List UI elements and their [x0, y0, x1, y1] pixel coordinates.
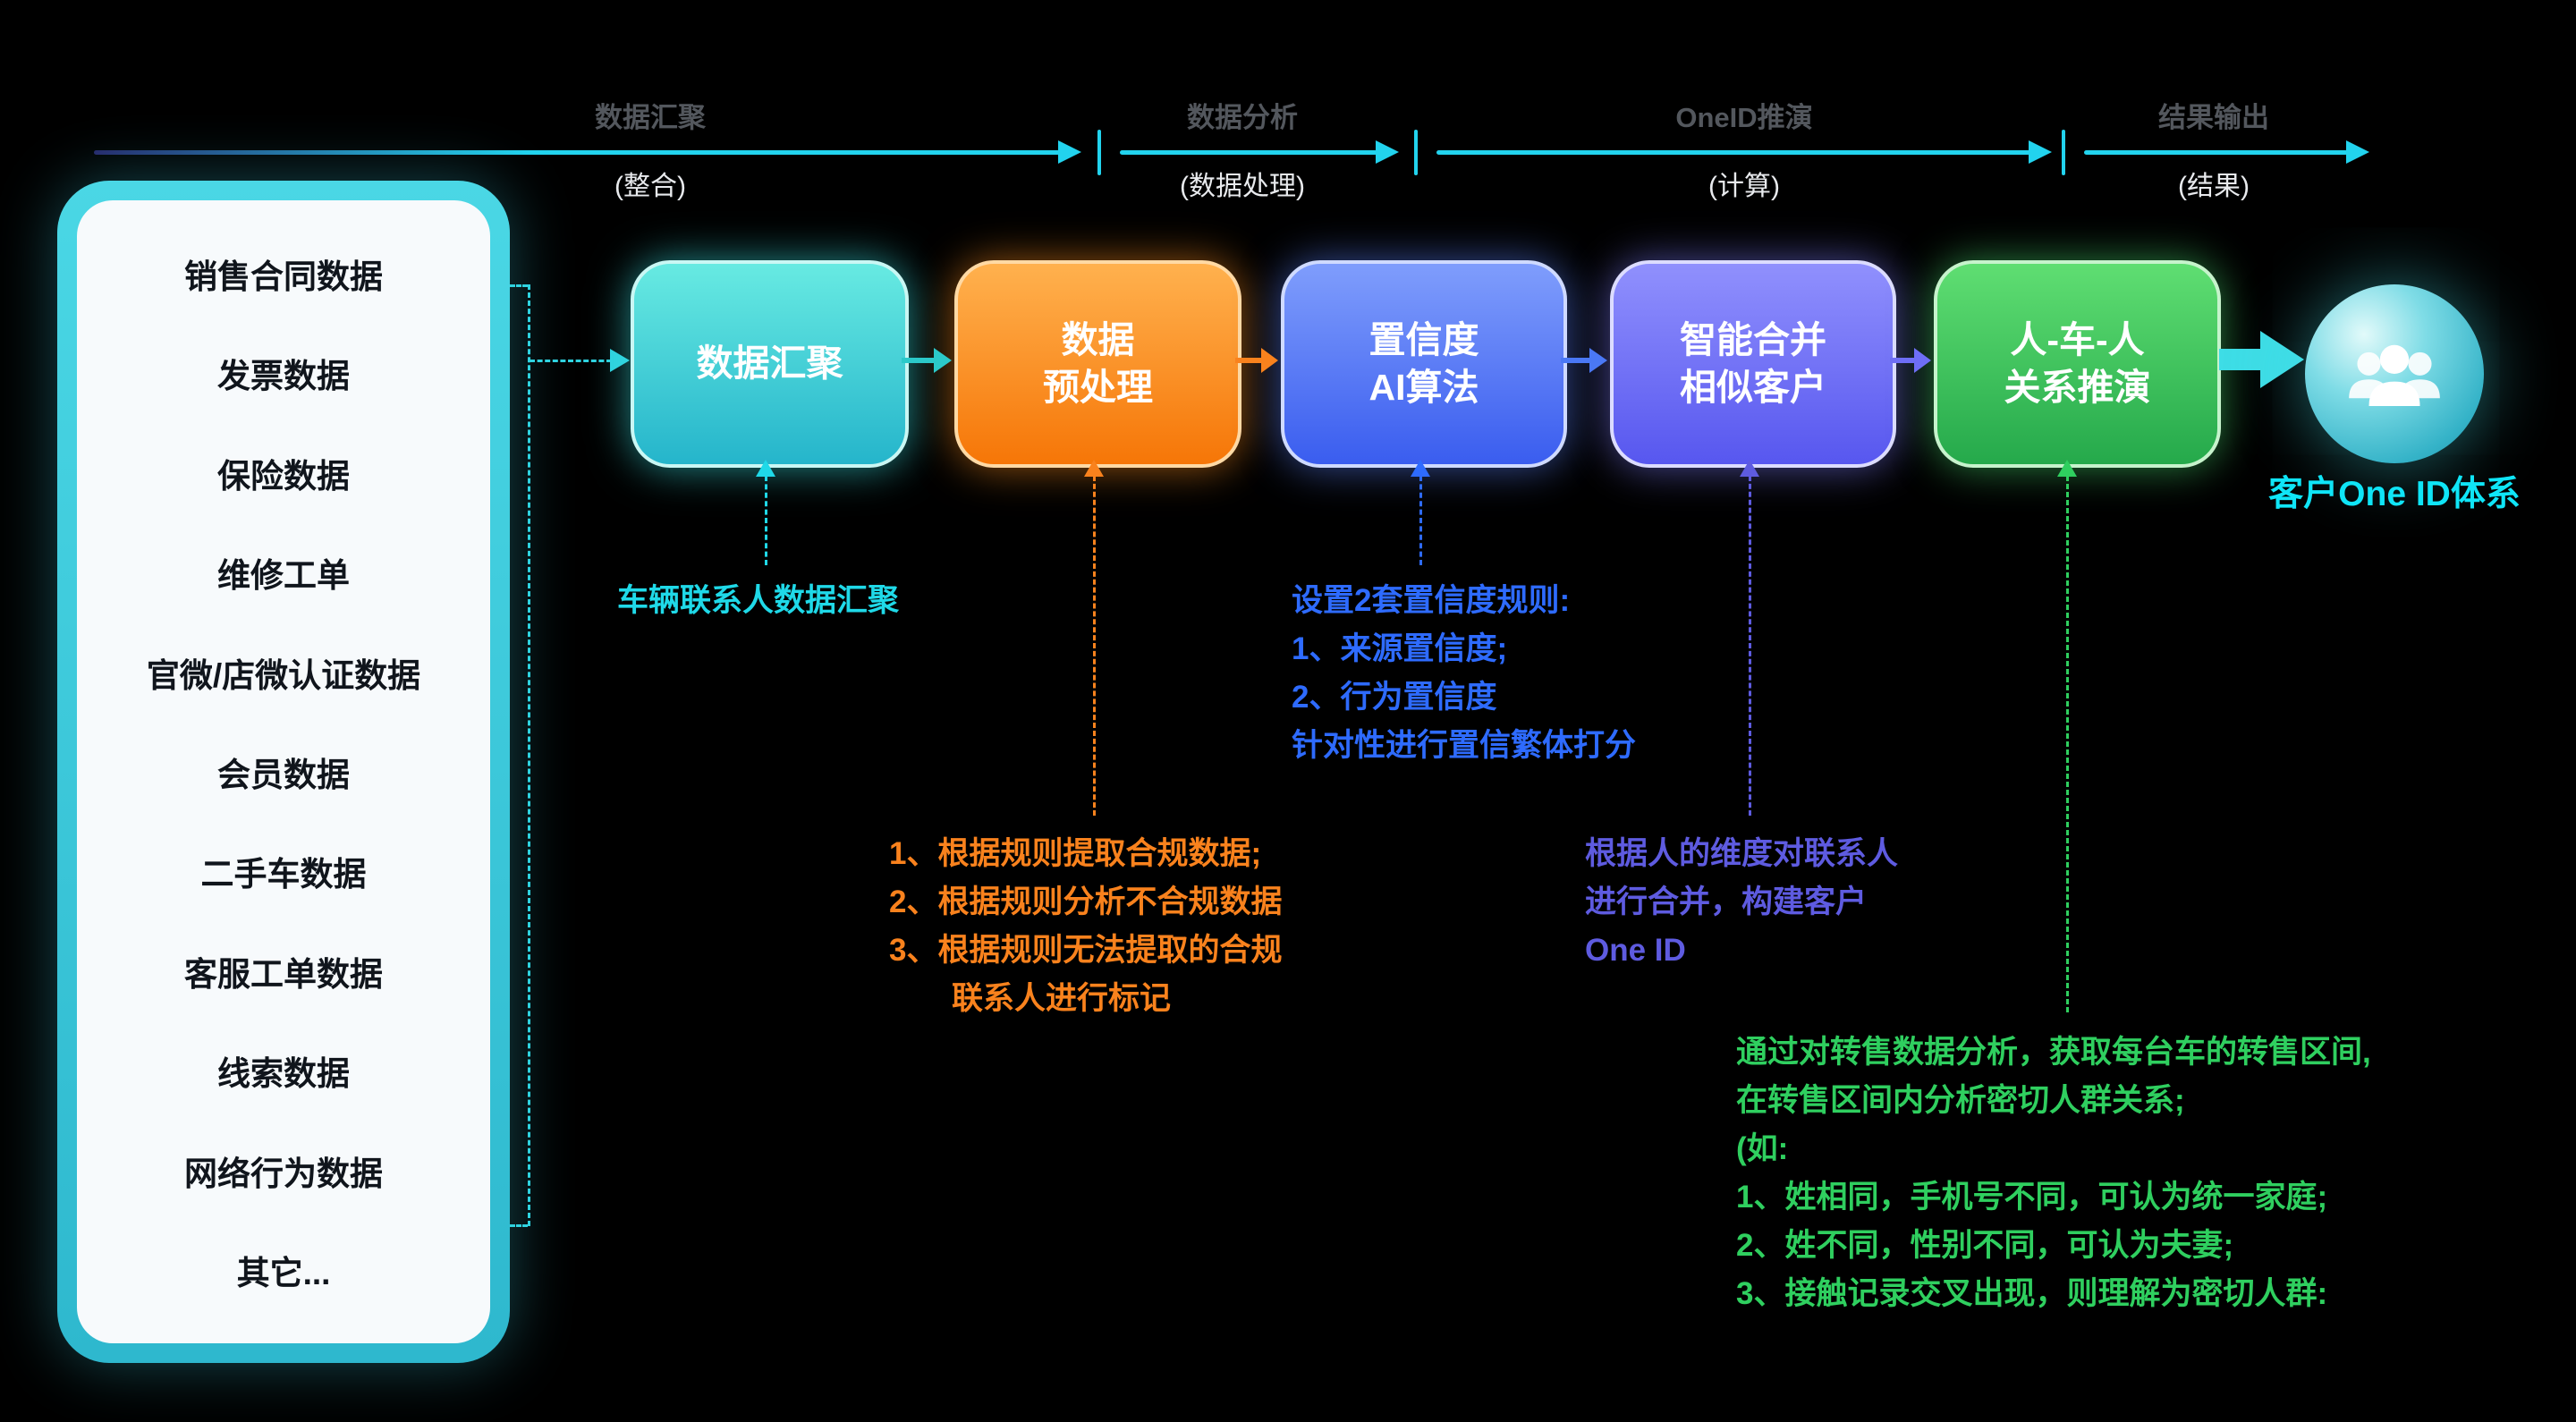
data-sources-list: 销售合同数据 发票数据 保险数据 维修工单 官微/店微认证数据 会员数据 二手车… [77, 200, 490, 1343]
annotation-relation: 通过对转售数据分析，获取每台车的转售区间, 在转售区间内分析密切人群关系; (如… [1736, 1028, 2371, 1318]
arrow-up-icon [1411, 460, 1430, 477]
annotation-line: 进行合并，构建客户 [1585, 885, 1868, 919]
source-connector-vertical [528, 284, 530, 1226]
data-sources-panel: 销售合同数据 发票数据 保险数据 维修工单 官微/店微认证数据 会员数据 二手车… [57, 181, 510, 1363]
source-connector-arrowhead-icon [610, 349, 630, 372]
step-label: AI算法 [1368, 367, 1479, 408]
annotation-line: 3、根据规则无法提取的合规 [889, 933, 1283, 968]
annotation-line: 通过对转售数据分析，获取每台车的转售区间, [1736, 1035, 2371, 1070]
annotation-pointer-preprocess [1093, 476, 1096, 816]
step-label: 相似客户 [1680, 367, 1826, 408]
source-item-2: 发票数据 [217, 358, 350, 395]
annotation-line: 根据人的维度对联系人 [1585, 836, 1899, 871]
step-label: 智能合并 [1680, 318, 1826, 360]
phase-label-oneid: OneID推演 [1675, 102, 1813, 133]
step-box-data-aggregation: 数据汇聚 [631, 260, 909, 468]
phase-arrow-line-1 [94, 150, 1060, 155]
source-item-1: 销售合同数据 [184, 258, 383, 295]
step-box-data-preprocessing: 数据预处理 [954, 260, 1241, 468]
phase-arrowhead-icon [1058, 140, 1081, 164]
annotation-pointer-confidence [1419, 476, 1422, 565]
phase-arrowhead-icon [2029, 140, 2052, 164]
annotation-pointer-aggregation [765, 476, 767, 565]
annotation-line: 设置2套置信度规则: [1292, 583, 1571, 618]
source-item-11: 其它... [236, 1255, 331, 1292]
step-box-relation-inference: 人-车-人关系推演 [1934, 260, 2221, 468]
source-connector-stub-top [510, 284, 528, 287]
annotation-line: 1、根据规则提取合规数据; [889, 836, 1262, 871]
source-item-3: 保险数据 [217, 457, 350, 495]
phase-arrow-line-4 [2084, 150, 2348, 155]
step-label: 数据 [1061, 318, 1135, 360]
phase-label-aggregation: 数据汇聚 [595, 102, 706, 133]
phase-sub-oneid: (计算) [1708, 172, 1780, 201]
flow-arrow-icon [1235, 348, 1278, 373]
source-item-4: 维修工单 [217, 557, 350, 595]
people-group-icon [2349, 344, 2440, 406]
source-connector-stub-bottom [510, 1224, 528, 1227]
annotation-pointer-merge [1749, 476, 1751, 816]
result-label: 客户One ID体系 [2268, 475, 2521, 513]
phase-label-output: 结果输出 [2158, 102, 2269, 133]
annotation-line: 2、行为置信度 [1292, 680, 1497, 715]
annotation-pointer-relation [2066, 476, 2069, 1012]
step-label: 人-车-人 [2010, 318, 2145, 360]
annotation-line: (如: [1736, 1131, 1789, 1166]
step-box-smart-merge: 智能合并相似客户 [1610, 260, 1896, 468]
step-label: 置信度 [1368, 318, 1479, 360]
step-label: 关系推演 [2004, 367, 2151, 408]
phase-arrowhead-icon [1376, 140, 1399, 164]
annotation-line: 1、来源置信度; [1292, 631, 1508, 666]
phase-arrow-line-3 [1436, 150, 2030, 155]
source-item-10: 网络行为数据 [184, 1155, 383, 1192]
flow-arrow-icon [902, 348, 952, 373]
annotation-line: 针对性进行置信繁体打分 [1292, 728, 1637, 763]
source-item-5: 官微/店微认证数据 [146, 656, 421, 694]
source-item-6: 会员数据 [217, 756, 350, 793]
arrow-up-icon [2057, 460, 2077, 477]
annotation-line: 2、根据规则分析不合规数据 [889, 885, 1283, 919]
step-label: 数据汇聚 [696, 343, 843, 385]
annotation-confidence: 设置2套置信度规则: 1、来源置信度; 2、行为置信度 针对性进行置信繁体打分 [1292, 577, 1636, 770]
step-label: 预处理 [1043, 367, 1153, 408]
arrow-up-icon [756, 460, 775, 477]
phase-separator [1414, 130, 1418, 175]
annotation-aggregation: 车辆联系人数据汇聚 [617, 577, 899, 625]
phase-arrowhead-icon [2346, 140, 2369, 164]
source-item-8: 客服工单数据 [184, 955, 383, 993]
arrow-up-icon [1740, 460, 1759, 477]
annotation-line: 联系人进行标记 [889, 981, 1172, 1016]
source-item-9: 线索数据 [217, 1055, 350, 1093]
annotation-line: 2、姓不同，性别不同，可认为夫妻; [1736, 1228, 2234, 1263]
flow-arrow-icon [1890, 348, 1931, 373]
annotation-line: 车辆联系人数据汇聚 [617, 583, 900, 618]
customer-oneid-badge [2305, 284, 2484, 463]
phase-sub-analysis: (数据处理) [1180, 172, 1305, 201]
annotation-preprocess: 1、根据规则提取合规数据; 2、根据规则分析不合规数据 3、根据规则无法提取的合… [889, 830, 1282, 1023]
phase-separator [1097, 130, 1101, 175]
arrow-up-icon [1084, 460, 1104, 477]
phase-sub-aggregation: (整合) [614, 172, 686, 201]
flow-arrow-icon [1561, 348, 1607, 373]
phase-separator [2062, 130, 2065, 175]
annotation-line: 1、姓相同，手机号不同，可认为统一家庭; [1736, 1180, 2328, 1215]
phase-label-analysis: 数据分析 [1187, 102, 1298, 133]
result-arrow-icon [2219, 331, 2304, 388]
annotation-line: 3、接触记录交叉出现，则理解为密切人群: [1736, 1276, 2328, 1311]
source-item-7: 二手车数据 [200, 856, 367, 893]
phase-sub-output: (结果) [2178, 172, 2250, 201]
phase-arrow-line-2 [1120, 150, 1377, 155]
annotation-line: 在转售区间内分析密切人群关系; [1736, 1083, 2185, 1118]
source-connector-arrow-line [530, 360, 612, 362]
annotation-line: One ID [1585, 933, 1686, 968]
step-box-confidence-ai: 置信度 AI算法 [1281, 260, 1567, 468]
annotation-merge: 根据人的维度对联系人 进行合并，构建客户 One ID [1585, 830, 1898, 975]
